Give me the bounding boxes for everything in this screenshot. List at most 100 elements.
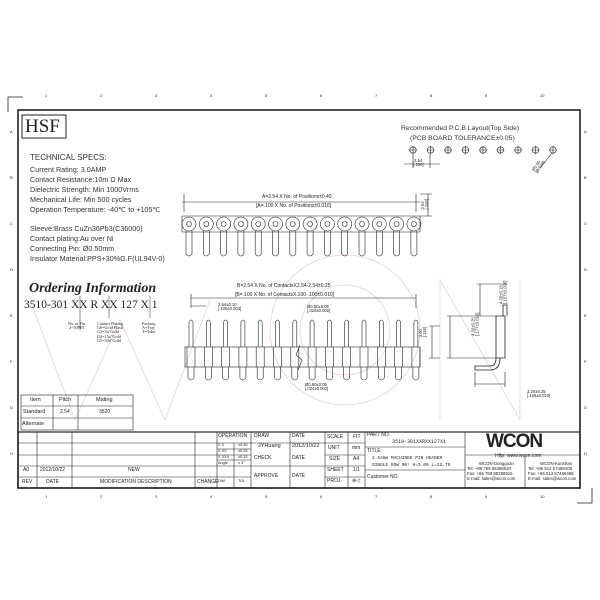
- hsf-logo: HSF: [25, 116, 60, 137]
- pin-sleeve-front: [307, 347, 317, 381]
- pitch-table-cell: 2.54: [60, 409, 70, 415]
- ruler-number: 4: [210, 93, 213, 98]
- tolerance-cell: X.XXX: [218, 455, 230, 459]
- pin-hole: [307, 221, 313, 227]
- pcb-hole-cross: [514, 146, 522, 154]
- ruler-number: 6: [320, 494, 323, 499]
- pin-hole: [238, 221, 244, 227]
- pcb-title: Recommended P.C.B Layout(Top Side): [401, 125, 520, 132]
- ruler-letter: D: [10, 267, 13, 272]
- pcb-hole-cross: [531, 146, 540, 154]
- pin-sleeve-front: [221, 347, 230, 381]
- rev-value: A0: [23, 467, 30, 473]
- scale-label: SCALE: [327, 434, 344, 440]
- pin-sleeve: [389, 216, 404, 232]
- pin-top: [275, 319, 280, 347]
- scale-value: FIT: [353, 434, 361, 440]
- dimension-b-line: [190, 294, 417, 308]
- ruler-number: 3: [155, 93, 158, 98]
- pin-tail: [185, 231, 193, 257]
- ruler-letter: G: [10, 405, 14, 410]
- dim-b-in: [B=.100 X No. of ContactsX.100-.100±0.01…: [235, 292, 335, 298]
- dim-body: 3.00[.118]: [417, 327, 428, 338]
- pin-sleeve: [181, 216, 197, 232]
- ruler-letter: H: [10, 451, 13, 456]
- ruler-number: 8: [430, 494, 433, 499]
- part-number: 3510-301XXRXX127X1: [392, 439, 447, 445]
- tolerance-cell: X.X: [218, 443, 225, 447]
- title-block-grid: [18, 432, 580, 488]
- ruler-number: 10: [540, 93, 545, 98]
- pin-tail: [410, 231, 418, 257]
- pin-sleeve: [320, 216, 335, 232]
- pitch-table-cell: Standard: [23, 409, 46, 415]
- pcb-dimension: [404, 152, 553, 169]
- pin-sleeve-front: [290, 347, 300, 381]
- pin-sleeve: [371, 216, 387, 232]
- drawer-name: JYHuang: [258, 443, 281, 449]
- size-value: A4: [353, 456, 360, 462]
- pin-sleeve: [233, 216, 249, 232]
- proj-symbol: ⊕◁: [352, 478, 361, 484]
- pin-tail: [393, 231, 400, 257]
- pin-hole: [186, 221, 192, 227]
- customer-label: Customer NO.: [367, 474, 399, 480]
- pin-top: [223, 319, 228, 347]
- pitch-table-cell: Alternate: [22, 421, 45, 427]
- pitch-table-header: Pitch: [59, 397, 72, 403]
- pin-tail: [203, 231, 210, 257]
- dim-side-3: 3.20±0.25[.126±0.010]: [527, 389, 551, 399]
- pin-sleeve-front: [204, 347, 213, 381]
- check-label: CHECK: [254, 455, 272, 461]
- tolerance-cell: ±0.15: [238, 455, 248, 459]
- tolerance-cell: X.XX: [218, 449, 227, 453]
- pin-top: [206, 319, 211, 347]
- spec-line: Mechanical Life: Min 500 cycles: [30, 195, 132, 204]
- pin-sleeve-front: [359, 347, 369, 381]
- draw-date: 2012/10/22: [292, 443, 320, 449]
- size-label: SIZE: [329, 456, 341, 462]
- ordering-code: 3510-301 XX R XX 127 X 1: [24, 299, 158, 311]
- dim-a: A=2.54 X No. of Positions±0.40: [262, 194, 332, 200]
- sheet-label: SHEET: [327, 467, 344, 473]
- unit-value: mm: [352, 445, 361, 451]
- pin-sleeve: [302, 216, 318, 232]
- ruler-number: 2: [100, 93, 103, 98]
- ruler-number: 7: [375, 494, 378, 499]
- pin-tail: [306, 231, 314, 257]
- material-line: Insulator Material:PPS+30%G.F(UL94V-0): [30, 254, 165, 263]
- pin-tail: [358, 231, 366, 257]
- pin-sleeve: [354, 216, 370, 232]
- date-label: DATE: [292, 455, 305, 461]
- pin-top: [413, 319, 419, 347]
- ruler-letter: A: [10, 129, 13, 134]
- material-line: Contact plating:Au over Ni: [30, 234, 114, 243]
- pin-top: [292, 319, 298, 347]
- ruler-number: 9: [485, 93, 488, 98]
- pin-sleeve-front: [394, 347, 403, 381]
- pin-sleeve: [250, 216, 266, 232]
- pcb-hole-cross: [426, 146, 435, 154]
- spec-line: Dielectric Strength: Min 1000Vrms: [30, 185, 139, 194]
- dim-b: B=2.54 X No. of ContactsX2.54-2.54±0.25: [237, 283, 331, 289]
- title-label: TITLE:: [367, 448, 383, 454]
- rev-description: NEW: [128, 467, 140, 473]
- pin-hole: [203, 221, 210, 227]
- ruler-letter: F: [10, 359, 13, 364]
- approve-label: APPROVE: [254, 473, 279, 479]
- pin-hole: [255, 221, 262, 227]
- part-label: PART NO.: [367, 432, 391, 438]
- date-label: DATE: [292, 473, 305, 479]
- pin-sleeve-front: [411, 347, 421, 381]
- pin-top: [309, 319, 315, 347]
- ruler-number: 1: [45, 494, 48, 499]
- spec-line: Contact Resistance:10m Ω Max: [30, 175, 132, 184]
- tolerance-cell: ±0.25: [238, 449, 248, 453]
- ruler-letter: G: [584, 405, 588, 410]
- pitch-table-cell: 3520: [99, 409, 111, 415]
- pin-hole: [220, 221, 227, 227]
- pitch-table-header: Item: [30, 397, 41, 403]
- ruler-letter: C: [10, 221, 13, 226]
